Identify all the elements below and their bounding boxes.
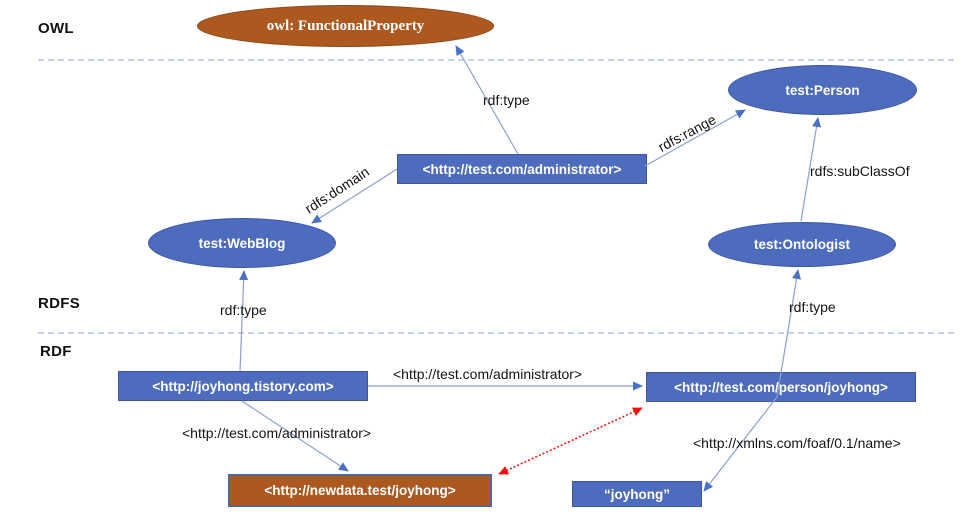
- node-label: <http://test.com/administrator>: [422, 161, 622, 177]
- node-label: <http://newdata.test/joyhong>: [264, 483, 456, 498]
- edge-label-administrator-low: <http://test.com/administrator>: [182, 425, 372, 441]
- edge-label-rdf-type-top: rdf:type: [483, 92, 530, 108]
- node-test-webblog: test:WebBlog: [148, 218, 336, 268]
- edge-label-rdfs-subclassof: rdfs:subClassOf: [810, 163, 910, 179]
- node-label: test:Person: [785, 82, 860, 98]
- section-label-rdf: RDF: [40, 343, 72, 360]
- node-joyhong-literal: “joyhong”: [572, 481, 702, 507]
- node-label: <http://test.com/person/joyhong>: [674, 379, 888, 395]
- node-label: <http://joyhong.tistory.com>: [152, 378, 334, 394]
- node-administrator-uri: <http://test.com/administrator>: [397, 154, 647, 184]
- node-tistory-uri: <http://joyhong.tistory.com>: [118, 371, 368, 401]
- edge-sameas-newdata-personjoyhong: [498, 407, 643, 475]
- edge-label-rdfs-domain: rdfs:domain: [301, 163, 373, 217]
- node-test-person: test:Person: [728, 65, 917, 115]
- node-person-joyhong-uri: <http://test.com/person/joyhong>: [646, 372, 916, 402]
- node-label: test:WebBlog: [198, 235, 286, 251]
- section-label-rdfs: RDFS: [38, 295, 81, 312]
- node-owl-functionalproperty: owl: FunctionalProperty: [197, 5, 494, 47]
- section-label-owl: OWL: [38, 20, 74, 37]
- node-test-ontologist: test:Ontologist: [708, 222, 896, 267]
- node-newdata-uri: <http://newdata.test/joyhong>: [228, 474, 492, 507]
- edge-label-administrator-mid: <http://test.com/administrator>: [393, 366, 583, 382]
- edge-label-rdf-type-left: rdf:type: [220, 302, 267, 318]
- edge-label-foaf-name: <http://xmlns.com/foaf/0.1/name>: [693, 435, 901, 451]
- edge-label-rdf-type-right: rdf:type: [789, 299, 836, 315]
- node-label: owl: FunctionalProperty: [266, 17, 425, 34]
- edge-label-rdfs-range: rdfs:range: [655, 111, 719, 155]
- edge-rdf-type-tistory-webblog: [239, 270, 249, 372]
- node-label: “joyhong”: [604, 486, 670, 502]
- node-label: test:Ontologist: [754, 237, 850, 252]
